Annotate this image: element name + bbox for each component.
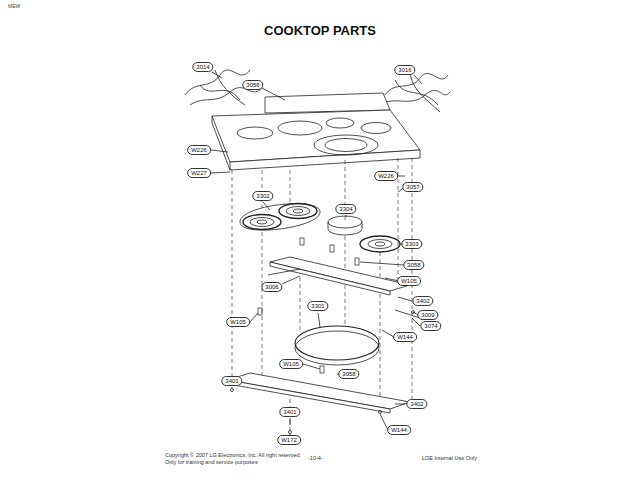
callout-number: W172 [277, 435, 301, 445]
footer-note: Copyright © 2007 LG Electronics, Inc. Al… [165, 453, 301, 459]
callout-number: 3402 [406, 399, 427, 409]
page-code: MEW [8, 4, 20, 9]
callout-number: W227 [187, 168, 211, 178]
page-title: COOKTOP PARTS [264, 24, 376, 37]
callout-number: 3302 [252, 191, 273, 201]
callout-number: W105 [397, 276, 421, 286]
callout-number: 3058 [338, 369, 359, 379]
callout-number: 3016 [394, 65, 415, 75]
callout-number: 3056 [242, 80, 263, 90]
callout-number: W226 [187, 145, 211, 155]
callout-number: 3058 [403, 260, 424, 270]
footer-note: LGE Internal Use Only [422, 456, 477, 462]
callout-number: 3402 [412, 296, 433, 306]
callout-number: 3401 [221, 376, 242, 386]
callout-number: W226 [374, 171, 398, 181]
callout-number: 3009 [417, 310, 438, 320]
callout-number: 3074 [420, 321, 441, 331]
callout-number: W105 [279, 359, 303, 369]
callout-number: 3303 [401, 239, 422, 249]
callout-number: 3401 [279, 407, 300, 417]
callout-number: 3301 [307, 301, 328, 311]
callout-number: W144 [387, 425, 411, 435]
callout-number: 3014 [192, 62, 213, 72]
callout-number: W105 [226, 317, 250, 327]
callout-number: 3304 [335, 204, 356, 214]
callout-number: 3057 [402, 182, 423, 192]
footer-note: -10-4- [308, 456, 323, 462]
footer-note: Only for training and service purposes [165, 460, 258, 466]
callout-number: 3006 [261, 282, 282, 292]
callout-number: W144 [393, 332, 417, 342]
